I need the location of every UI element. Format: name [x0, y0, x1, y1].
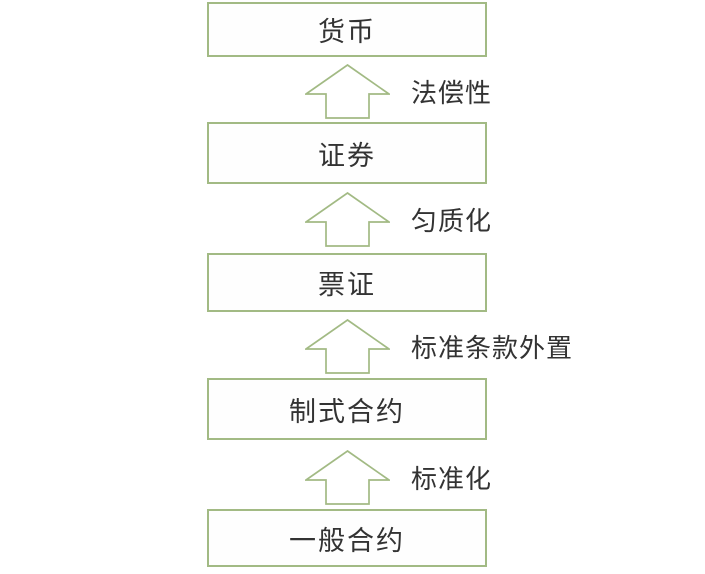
- transition-label-standard-terms-externalization: 标准条款外置: [411, 333, 574, 363]
- up-arrow-icon: [305, 450, 390, 505]
- stage-label-securities: 证券: [318, 140, 376, 171]
- stage-box-voucher: 票证: [207, 253, 487, 312]
- up-arrow-icon: [305, 319, 390, 374]
- transition-standardization: 标准化: [305, 450, 492, 505]
- transition-label-homogenization: 匀质化: [411, 206, 493, 236]
- stage-box-securities: 证券: [207, 122, 487, 184]
- transition-label-legal-tender: 法偿性: [411, 78, 493, 108]
- stage-box-standard-contract: 制式合约: [207, 378, 487, 440]
- stage-label-currency: 货币: [318, 17, 376, 47]
- stage-box-currency: 货币: [207, 2, 487, 57]
- stage-box-general-contract: 一般合约: [207, 509, 487, 567]
- stage-label-voucher: 票证: [318, 270, 376, 300]
- up-arrow-icon: [305, 64, 390, 119]
- stage-label-general-contract: 一般合约: [289, 525, 405, 556]
- transition-homogenization: 匀质化: [305, 192, 492, 247]
- up-arrow-icon: [305, 192, 390, 247]
- transition-label-standardization: 标准化: [411, 464, 493, 494]
- transition-standard-terms-externalization: 标准条款外置: [305, 319, 573, 374]
- stage-label-standard-contract: 制式合约: [289, 396, 405, 427]
- transition-legal-tender: 法偿性: [305, 64, 492, 119]
